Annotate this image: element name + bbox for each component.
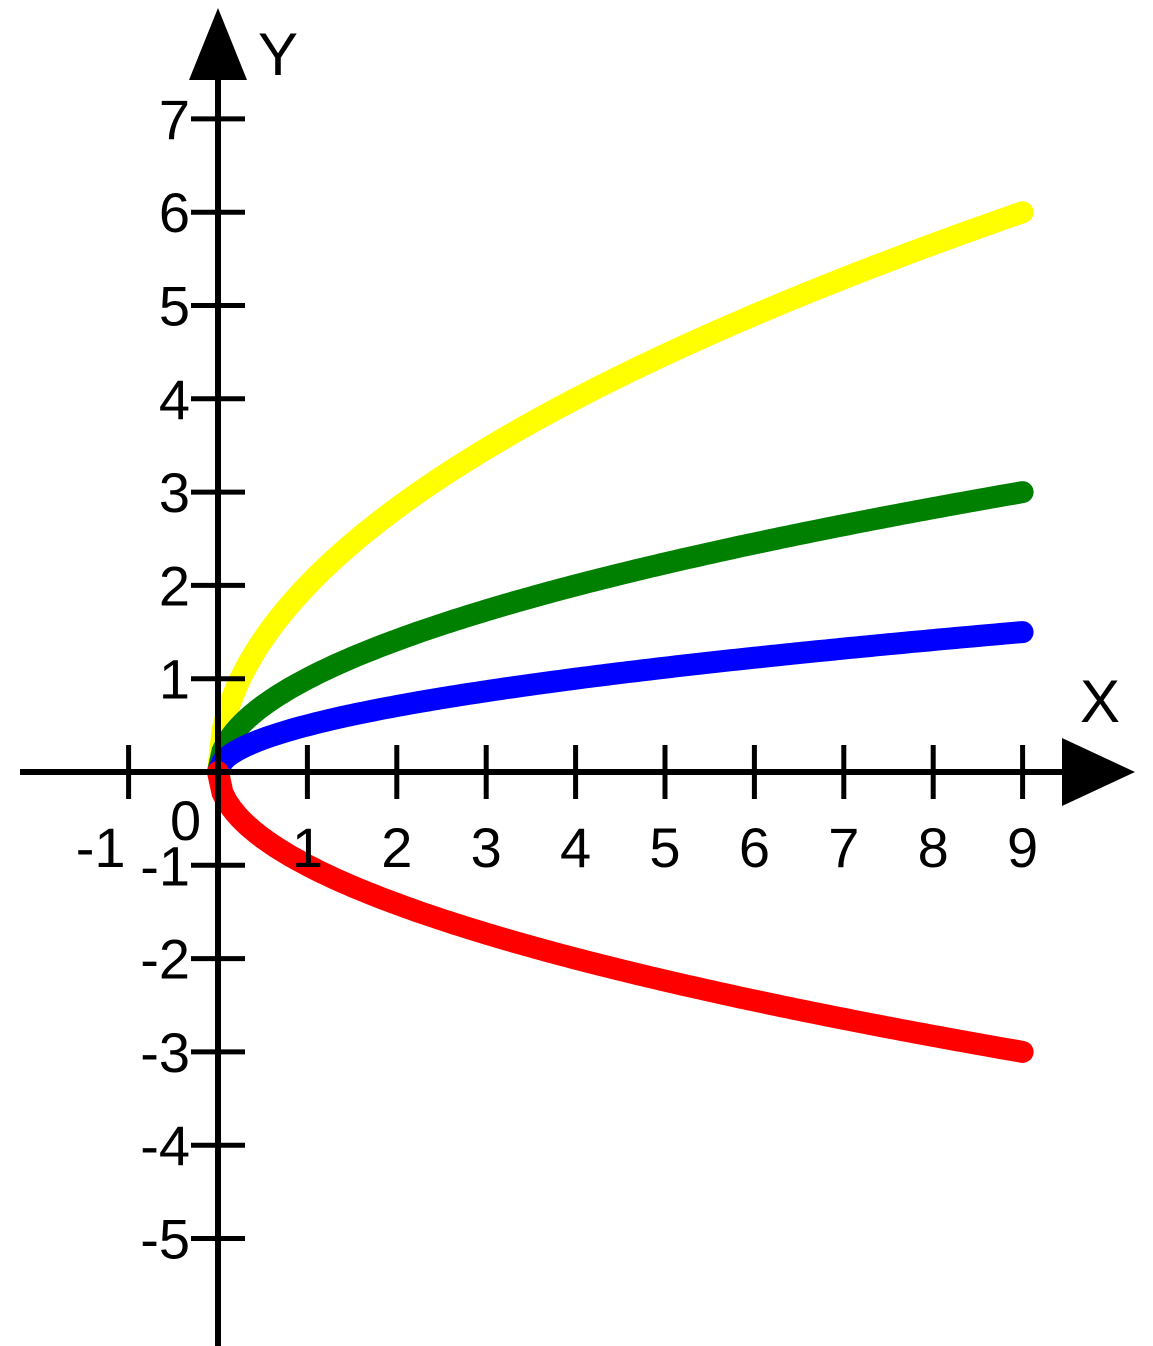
y-tick-label: 1: [159, 648, 190, 711]
curve-1: [207, 201, 1034, 783]
labels-group: X Y 0: [170, 21, 1120, 852]
x-tick-label: 5: [649, 816, 680, 879]
y-tick-label: -4: [140, 1114, 190, 1177]
y-axis-arrow-icon: [189, 8, 247, 80]
y-tick-label: 2: [159, 554, 190, 617]
x-tick-label: 4: [560, 816, 591, 879]
x-tick-label: 8: [918, 816, 949, 879]
y-tick-label: -1: [140, 834, 190, 897]
curve-3: [207, 621, 1034, 783]
x-tick-label: 7: [828, 816, 859, 879]
x-tick-label: 2: [381, 816, 412, 879]
y-axis-label: Y: [258, 21, 298, 88]
y-tick-label: 5: [159, 275, 190, 338]
y-tick-label: 4: [159, 368, 190, 431]
y-tick-label: -3: [140, 1021, 190, 1084]
origin-label: 0: [170, 789, 201, 852]
curves-group: [207, 201, 1034, 1063]
y-tick-label: 6: [159, 181, 190, 244]
curve-4: [207, 761, 1034, 1063]
x-tick-label: -1: [76, 816, 126, 879]
x-tick-label: 1: [292, 816, 323, 879]
x-tick-label: 9: [1007, 816, 1038, 879]
curve-2: [207, 481, 1034, 783]
y-tick-label: 3: [159, 461, 190, 524]
y-tick-label: -2: [140, 928, 190, 991]
x-tick-label: 6: [739, 816, 770, 879]
x-axis-label: X: [1080, 668, 1120, 735]
x-tick-label: 3: [471, 816, 502, 879]
y-tick-label: 7: [159, 88, 190, 151]
x-axis-arrow-icon: [1062, 738, 1135, 806]
y-tick-label: -5: [140, 1208, 190, 1271]
axes-group: [20, 8, 1135, 1346]
